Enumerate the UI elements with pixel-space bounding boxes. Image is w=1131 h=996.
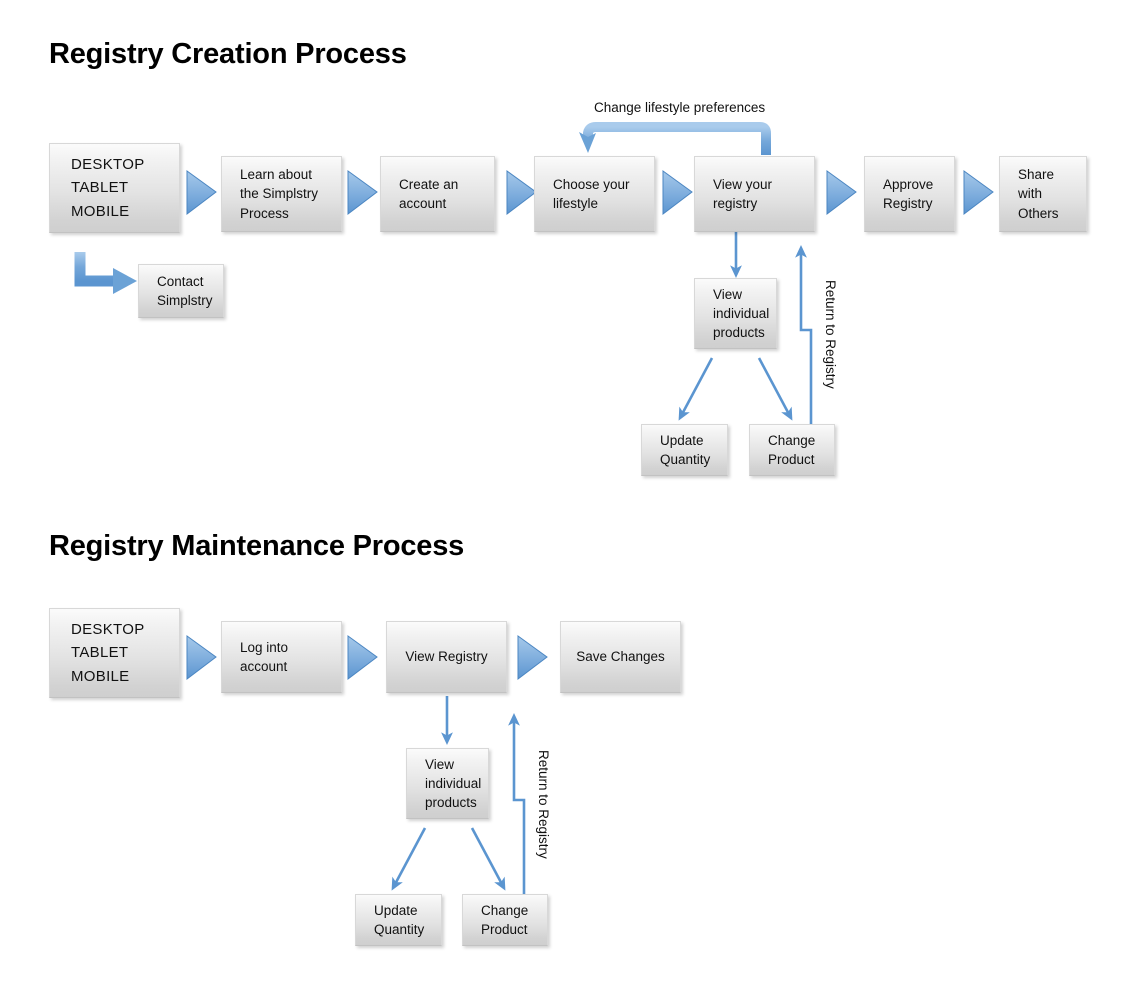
box-line: MOBILE [71, 202, 130, 220]
box-line: products [713, 325, 765, 341]
box-line: individual [713, 305, 770, 321]
arrow-devices-to-contact [74, 252, 137, 294]
triangle-connector-5 [826, 170, 857, 216]
triangle-connector-m1 [186, 635, 217, 681]
box-learn-process[interactable]: Learn about the Simplstry Process [221, 156, 342, 232]
box-view-individual-products-creation[interactable]: View individual products [694, 278, 777, 349]
arrow-return-to-registry-maintenance [508, 713, 526, 898]
triangle-connector-m2 [347, 635, 378, 681]
triangle-connector-m3 [517, 635, 548, 681]
box-line: Change [481, 902, 529, 918]
box-line: DESKTOP [71, 621, 145, 639]
box-line: Quantity [660, 452, 711, 467]
arrow-return-to-registry-creation [795, 245, 813, 428]
label-return-to-registry-creation: Return to Registry [823, 280, 838, 389]
box-line: View [713, 286, 743, 302]
box-line: Product [481, 922, 528, 937]
box-line: Registry [883, 196, 933, 211]
box-create-account[interactable]: Create an account [380, 156, 495, 232]
arrow-products-to-update-quantity [678, 357, 714, 421]
box-view-your-registry[interactable]: View your registry [694, 156, 815, 232]
box-line: Share [1018, 167, 1055, 183]
box-view-individual-products-maintenance[interactable]: View individual products [406, 748, 489, 819]
box-line: Contact [157, 273, 204, 289]
box-line: Choose your [553, 176, 630, 192]
arrow-products-to-change-product [757, 357, 793, 421]
box-line: Update [374, 902, 418, 918]
box-devices-maintenance[interactable]: DESKTOP TABLET MOBILE [49, 608, 180, 698]
box-share-with-others[interactable]: Share with Others [999, 156, 1087, 232]
label-change-lifestyle-preferences: Change lifestyle preferences [594, 100, 766, 115]
triangle-connector-1 [186, 170, 217, 216]
box-line: Learn about [240, 167, 313, 183]
box-approve-registry[interactable]: Approve Registry [864, 156, 955, 232]
box-line: account [240, 659, 288, 674]
box-line: Others [1018, 205, 1059, 221]
box-line: Save Changes [576, 649, 665, 665]
triangle-connector-3 [506, 170, 537, 216]
box-line: TABLET [71, 179, 129, 197]
box-devices-creation[interactable]: DESKTOP TABLET MOBILE [49, 143, 180, 233]
arrow-products-to-update-quantity-maint [391, 827, 427, 891]
box-line: MOBILE [71, 667, 130, 685]
box-line: individual [425, 775, 482, 791]
arrow-change-lifestyle-loop [579, 122, 771, 155]
box-choose-lifestyle[interactable]: Choose your lifestyle [534, 156, 655, 232]
box-line: with [1018, 186, 1043, 202]
box-line: TABLET [71, 644, 129, 662]
box-line: Simplstry [157, 293, 213, 308]
box-update-quantity-maintenance[interactable]: Update Quantity [355, 894, 442, 946]
box-line: Update [660, 432, 704, 448]
box-line: Create an [399, 176, 459, 192]
box-line: DESKTOP [71, 156, 145, 174]
box-line: View [425, 756, 455, 772]
box-view-registry-maintenance[interactable]: View Registry [386, 621, 507, 693]
box-line: Change [768, 432, 816, 448]
box-line: Approve [883, 176, 934, 192]
box-line: Product [768, 452, 815, 467]
box-line: the Simplstry [240, 186, 319, 202]
box-line: Log into [240, 639, 289, 655]
box-line: registry [713, 196, 758, 211]
box-contact-simplstry[interactable]: Contact Simplstry [138, 264, 224, 318]
triangle-connector-4 [662, 170, 693, 216]
label-return-to-registry-maintenance: Return to Registry [536, 750, 551, 859]
box-save-changes[interactable]: Save Changes [560, 621, 681, 693]
box-update-quantity-creation[interactable]: Update Quantity [641, 424, 728, 476]
box-change-product-creation[interactable]: Change Product [749, 424, 835, 476]
box-line: lifestyle [553, 196, 599, 211]
box-line: View your [713, 176, 773, 192]
triangle-connector-6 [963, 170, 994, 216]
arrow-products-to-change-product-maint [470, 827, 506, 891]
box-line: View Registry [405, 649, 488, 665]
box-line: products [425, 795, 477, 811]
section-title-maintenance: Registry Maintenance Process [49, 530, 465, 562]
box-line: Quantity [374, 922, 425, 937]
section-title-creation: Registry Creation Process [49, 38, 407, 70]
box-change-product-maintenance[interactable]: Change Product [462, 894, 548, 946]
box-log-into-account[interactable]: Log into account [221, 621, 342, 693]
box-line: account [399, 196, 447, 211]
box-line: Process [240, 205, 289, 221]
triangle-connector-2 [347, 170, 378, 216]
